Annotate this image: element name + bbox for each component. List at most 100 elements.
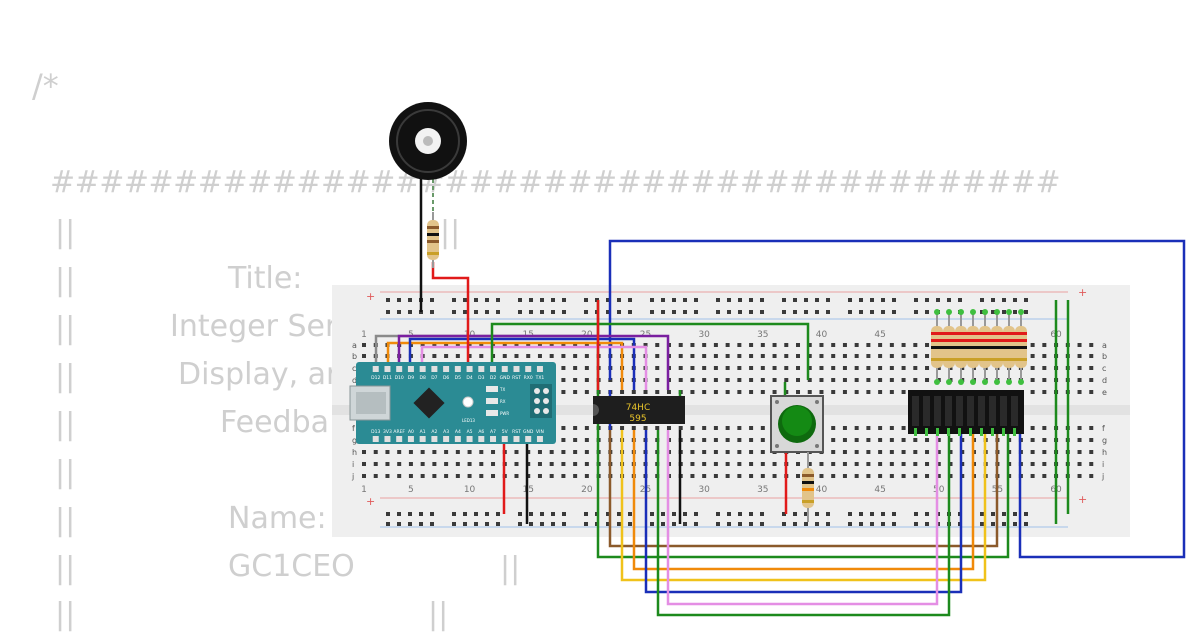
breadboard-hole bbox=[479, 354, 484, 358]
rail-hole bbox=[617, 522, 621, 526]
rail-hole bbox=[804, 310, 808, 314]
rail-hole bbox=[881, 522, 885, 526]
breadboard-hole bbox=[854, 438, 859, 442]
arduino-pin-label: VIN bbox=[536, 429, 544, 435]
breadboard-hole bbox=[561, 450, 566, 454]
resistor-band bbox=[967, 339, 979, 342]
breadboard-hole bbox=[925, 462, 930, 466]
breadboard-hole bbox=[713, 343, 718, 347]
breadboard-hole bbox=[420, 462, 425, 466]
rail-hole bbox=[562, 298, 566, 302]
microcontroller-chip bbox=[413, 387, 445, 419]
breadboard-hole bbox=[678, 366, 683, 370]
breadboard-hole bbox=[444, 462, 449, 466]
breadboard-hole bbox=[397, 462, 402, 466]
pipe-right-1: || bbox=[440, 215, 461, 250]
resistor-band bbox=[943, 332, 955, 335]
resistor-band bbox=[991, 346, 1003, 349]
arduino-pin bbox=[407, 436, 414, 442]
wire-orange-top bbox=[386, 341, 624, 390]
rail-hole bbox=[386, 522, 390, 526]
breadboard-hole bbox=[666, 390, 671, 394]
title-line-1: Integer Ser bbox=[170, 309, 338, 344]
breadboard-hole bbox=[842, 426, 847, 430]
breadboard-hole bbox=[713, 426, 718, 430]
rail-hole bbox=[694, 522, 698, 526]
rail-plus-bottom-right: + bbox=[1078, 493, 1087, 506]
breadboard-hole bbox=[491, 462, 496, 466]
rail-hole bbox=[991, 522, 995, 526]
breadboard-hole bbox=[584, 390, 589, 394]
rail-hole bbox=[738, 298, 742, 302]
rail-hole bbox=[463, 310, 467, 314]
breadboard-hole bbox=[432, 343, 437, 347]
rail-hole bbox=[683, 522, 687, 526]
breadboard-hole bbox=[702, 354, 707, 358]
breadboard-hole bbox=[537, 474, 542, 478]
breadboard-hole bbox=[467, 474, 472, 478]
rail-hole bbox=[760, 512, 764, 516]
breadboard-hole bbox=[878, 390, 883, 394]
breadboard-hole bbox=[948, 366, 953, 370]
breadboard-hole bbox=[467, 462, 472, 466]
breadboard-hole bbox=[573, 354, 578, 358]
breadboard-hole bbox=[444, 450, 449, 454]
breadboard-hole bbox=[1030, 378, 1035, 382]
rail-hole bbox=[914, 512, 918, 516]
breadboard-hole bbox=[807, 462, 812, 466]
led-bar-segment bbox=[1000, 396, 1007, 426]
resistor-end bbox=[994, 309, 1000, 315]
rail-hole bbox=[386, 298, 390, 302]
rail-hole bbox=[815, 512, 819, 516]
breadboard-hole bbox=[620, 426, 625, 430]
breadboard-hole bbox=[1030, 354, 1035, 358]
breadboard-hole bbox=[1089, 450, 1094, 454]
breadboard-hole bbox=[889, 438, 894, 442]
led-tx bbox=[486, 386, 498, 392]
rail-hole bbox=[672, 512, 676, 516]
wire-orange-bottom bbox=[632, 430, 975, 571]
breadboard-hole bbox=[1030, 390, 1035, 394]
rail-hole bbox=[540, 512, 544, 516]
breadboard-hole bbox=[713, 390, 718, 394]
column-number-bottom: 30 bbox=[698, 485, 710, 495]
breadboard-hole bbox=[772, 474, 777, 478]
breadboard-hole bbox=[901, 343, 906, 347]
breadboard-hole bbox=[1077, 450, 1082, 454]
breadboard-hole bbox=[854, 378, 859, 382]
rail-hole bbox=[408, 522, 412, 526]
rail-hole bbox=[793, 298, 797, 302]
arduino-pin bbox=[396, 366, 403, 372]
arduino-pin bbox=[536, 436, 543, 442]
breadboard-hole bbox=[925, 378, 930, 382]
breadboard-hole bbox=[362, 354, 366, 358]
wire-purple-top bbox=[397, 334, 670, 390]
breadboard-center-channel bbox=[332, 405, 1130, 415]
breadboard-hole bbox=[549, 343, 554, 347]
rail-plus-top-right: + bbox=[1078, 286, 1087, 299]
breadboard-hole bbox=[455, 343, 460, 347]
pipe-col-1: || bbox=[55, 215, 76, 250]
rail-hole bbox=[925, 298, 929, 302]
breadboard-hole bbox=[737, 438, 742, 442]
arduino-pin bbox=[513, 436, 520, 442]
rail-hole bbox=[474, 512, 478, 516]
arduino-pin-label: A2 bbox=[431, 429, 437, 435]
breadboard-hole bbox=[796, 366, 801, 370]
breadboard-hole bbox=[796, 462, 801, 466]
breadboard-hole bbox=[749, 450, 754, 454]
led-bar-pin bbox=[1013, 428, 1016, 436]
arduino-pin bbox=[372, 366, 379, 372]
rail-hole bbox=[870, 522, 874, 526]
breadboard-hole bbox=[408, 474, 413, 478]
breadboard-hole bbox=[1077, 438, 1082, 442]
arduino-pin bbox=[454, 366, 461, 372]
resistor-band bbox=[1015, 332, 1027, 335]
row-letter-left: b bbox=[352, 352, 357, 361]
breadboard-hole bbox=[561, 354, 566, 358]
breadboard-hole bbox=[831, 462, 836, 466]
resistor-end bbox=[1018, 309, 1024, 315]
breadboard-hole bbox=[561, 462, 566, 466]
rail-hole bbox=[617, 310, 621, 314]
arduino-pin bbox=[490, 436, 497, 442]
